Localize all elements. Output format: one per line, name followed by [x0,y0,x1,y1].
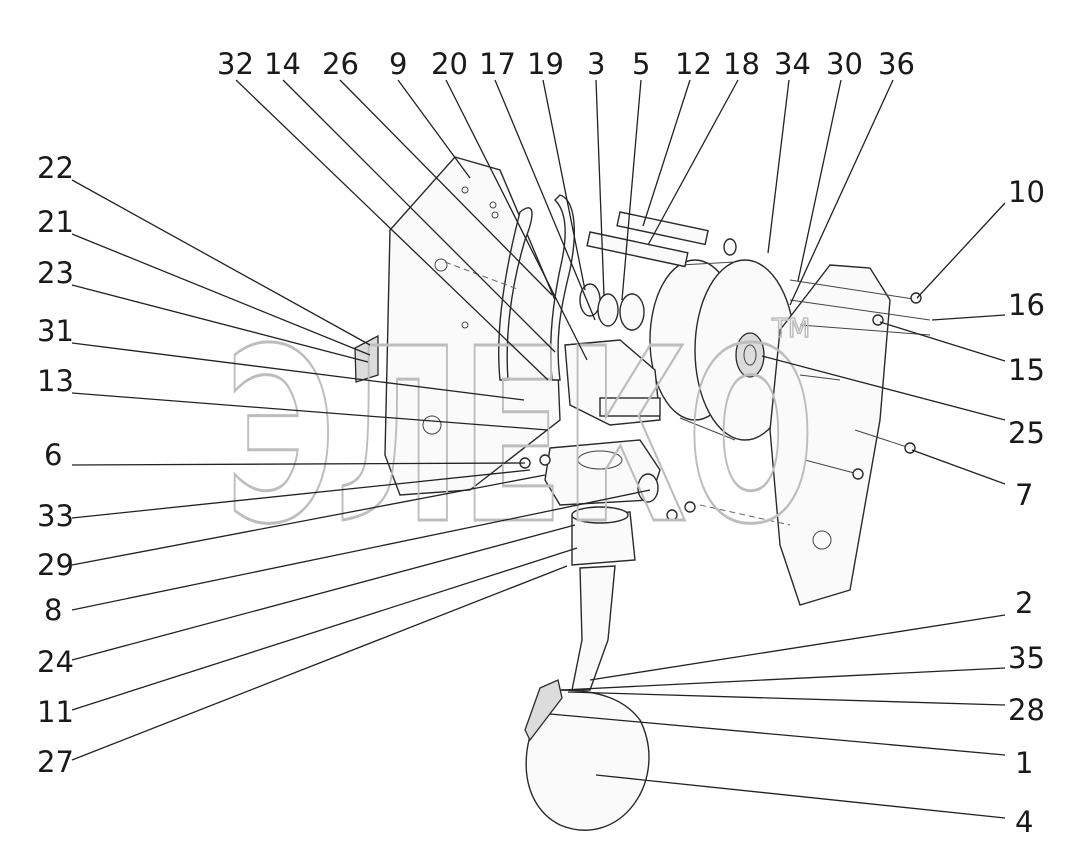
label-20: 20 [431,47,468,81]
label-32: 32 [217,47,254,81]
long-bolt-2 [586,231,689,268]
label-7: 7 [1015,478,1033,512]
label-15: 15 [1008,353,1045,387]
label-16: 16 [1008,288,1045,322]
lamp-bulb [525,689,650,831]
shaft [599,397,661,417]
label-12: 12 [675,47,712,81]
label-6: 6 [44,438,62,472]
left-labels: 22 21 23 31 13 6 33 29 8 24 11 27 [37,151,74,779]
label-10: 10 [1008,175,1045,209]
right-labels: 10 16 15 25 7 2 35 28 1 4 [1008,175,1045,839]
label-2: 2 [1015,586,1033,620]
label-35: 35 [1008,641,1045,675]
leader-lines [71,79,1006,819]
label-23: 23 [37,256,74,290]
label-8: 8 [44,593,62,627]
watermark: ЭЛЕКО [225,297,815,577]
label-11: 11 [37,695,74,729]
label-31: 31 [37,314,74,348]
label-18: 18 [723,47,760,81]
gasket-strip [354,334,379,383]
label-4: 4 [1015,805,1033,839]
o-ring-2 [597,293,619,327]
label-22: 22 [37,151,74,185]
label-28: 28 [1008,693,1045,727]
label-17: 17 [479,47,516,81]
label-34: 34 [774,47,811,81]
label-26: 26 [322,47,359,81]
label-36: 36 [878,47,915,81]
curved-spring [549,194,575,381]
label-21: 21 [37,205,74,239]
right-mounting-plate [769,264,891,606]
sleeve [619,293,645,331]
pipe [571,565,616,691]
drum-bearing [735,332,765,378]
long-bolt-1 [616,211,709,246]
lamp-lever [524,679,563,742]
label-29: 29 [37,548,74,582]
top-labels: 32 14 26 9 20 17 19 3 5 12 18 34 30 36 [217,47,915,81]
label-33: 33 [37,499,74,533]
label-5: 5 [632,47,650,81]
label-3: 3 [587,47,605,81]
label-19: 19 [527,47,564,81]
label-9: 9 [389,47,407,81]
label-24: 24 [37,645,74,679]
label-25: 25 [1008,416,1045,450]
trademark: TM [771,314,810,344]
label-14: 14 [264,47,301,81]
label-30: 30 [826,47,863,81]
label-13: 13 [37,364,74,398]
label-1: 1 [1015,746,1033,780]
label-27: 27 [37,745,74,779]
